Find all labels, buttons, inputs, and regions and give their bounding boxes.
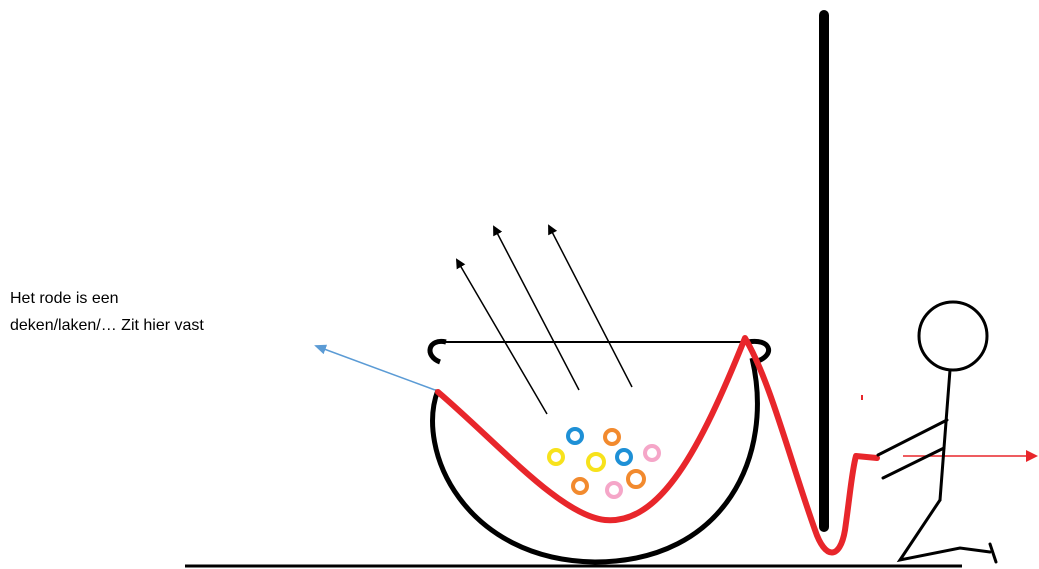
cauldron-right-handle	[747, 338, 772, 364]
figure-leg	[896, 498, 992, 563]
stick-figure	[876, 300, 998, 564]
figure-arm	[881, 446, 946, 480]
annotation-line-1: Het rode is een	[10, 290, 119, 307]
annotation-line-2: deken/laken/… Zit hier vast	[10, 317, 204, 334]
annotation-text: Het rode is een deken/laken/… Zit hier v…	[10, 285, 310, 339]
cereal-ring	[615, 448, 633, 466]
cereal-ring	[586, 452, 606, 472]
figure-head	[917, 300, 989, 372]
vapor-arrow-2	[493, 225, 580, 391]
pointer-arrow	[314, 344, 436, 391]
cauldron	[427, 338, 772, 565]
cereal-ring	[643, 444, 661, 462]
figure-foot	[988, 542, 998, 564]
cereal-ring	[547, 448, 565, 466]
cereal-ring	[566, 427, 584, 445]
cereal-ring	[605, 481, 623, 499]
cereal-rings	[547, 427, 661, 499]
cereal-ring	[571, 477, 589, 495]
cauldron-body	[430, 357, 760, 565]
figure-arm	[876, 418, 949, 457]
cereal-ring	[626, 469, 646, 489]
vapor-arrows	[455, 224, 633, 415]
red-blanket	[435, 335, 880, 556]
cereal-ring	[603, 428, 621, 446]
cauldron-left-handle	[427, 338, 447, 365]
vapor-arrow-3	[548, 224, 633, 388]
vapor-arrow-1	[455, 258, 548, 415]
figure-body	[938, 368, 952, 502]
